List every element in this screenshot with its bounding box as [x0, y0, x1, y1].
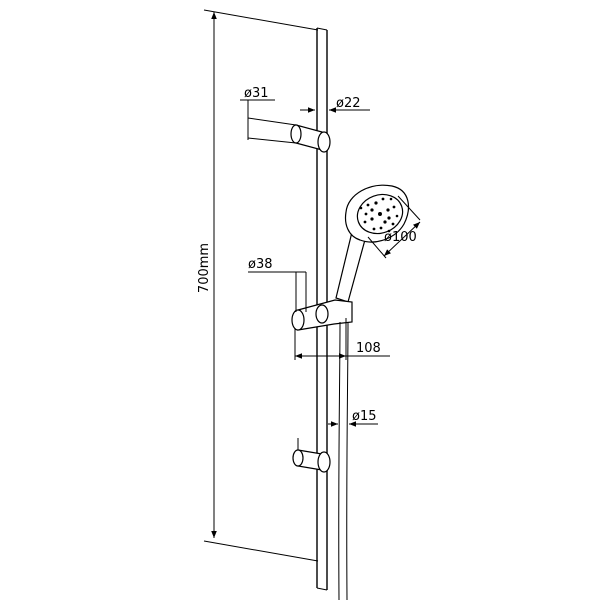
top-wall-bracket: ø31 [240, 86, 331, 153]
projection-dimension: 108 [294, 318, 390, 360]
bottom-wall-bracket [292, 438, 331, 473]
bracket-diameter-label: ø31 [244, 86, 269, 101]
slider-holder: ø38 [248, 257, 353, 331]
hose: ø15 [328, 321, 378, 600]
height-dimension: 700mm [197, 9, 319, 562]
spray-nozzles [359, 197, 399, 233]
height-label: 700mm [197, 243, 212, 293]
rail-diameter-label: ø22 [336, 96, 361, 111]
hand-shower: ø100 [335, 184, 421, 303]
head-diameter-label: ø100 [384, 230, 417, 245]
slider-diameter-label: ø38 [248, 257, 273, 272]
rail-diameter-dimension: ø22 [300, 96, 370, 113]
hose-diameter-label: ø15 [352, 409, 377, 424]
projection-label: 108 [356, 341, 381, 356]
